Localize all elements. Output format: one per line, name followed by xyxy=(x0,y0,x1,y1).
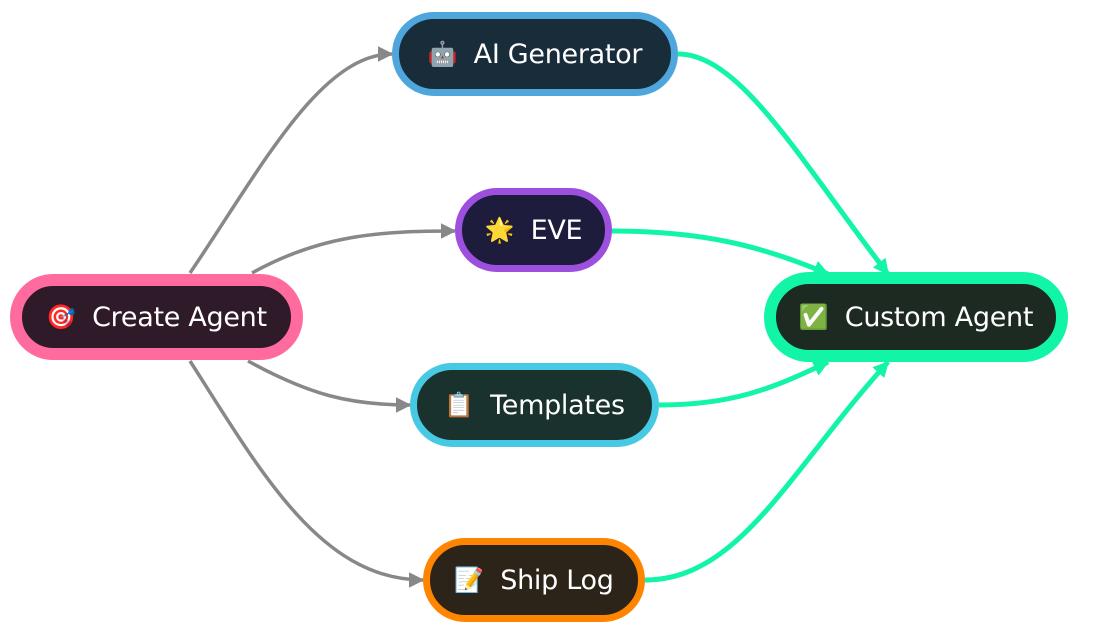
memo-icon: 📝 xyxy=(454,566,485,594)
node-eve[interactable]: 🌟 EVE xyxy=(455,188,612,272)
edge-create-to-aigen xyxy=(188,46,394,274)
node-label: AI Generator xyxy=(473,38,643,70)
edge-templates-to-custom xyxy=(658,359,830,408)
node-custom-agent[interactable]: ✅ Custom Agent xyxy=(764,272,1068,362)
edge-create-to-templates xyxy=(247,359,412,413)
node-create-agent[interactable]: 🎯 Create Agent xyxy=(10,274,303,360)
node-label: Create Agent xyxy=(92,301,267,333)
edge-create-to-shiplog xyxy=(188,360,425,588)
edge-create-to-eve xyxy=(251,223,457,275)
glowing-star-icon: 🌟 xyxy=(484,216,515,244)
edge-eve-to-custom xyxy=(611,228,830,277)
node-templates[interactable]: 📋 Templates xyxy=(410,363,659,447)
edge-aigen-to-custom xyxy=(677,51,890,276)
node-label: EVE xyxy=(530,214,583,246)
node-ship-log[interactable]: 📝 Ship Log xyxy=(423,538,645,622)
node-label: Custom Agent xyxy=(844,301,1034,333)
clipboard-icon: 📋 xyxy=(444,391,475,419)
robot-icon: 🤖 xyxy=(427,40,458,68)
node-ai-generator[interactable]: 🤖 AI Generator xyxy=(392,12,678,96)
target-icon: 🎯 xyxy=(46,303,77,331)
check-mark-icon: ✅ xyxy=(798,303,829,331)
node-label: Ship Log xyxy=(500,564,614,596)
edge-shiplog-to-custom xyxy=(644,360,890,583)
node-label: Templates xyxy=(490,389,625,421)
